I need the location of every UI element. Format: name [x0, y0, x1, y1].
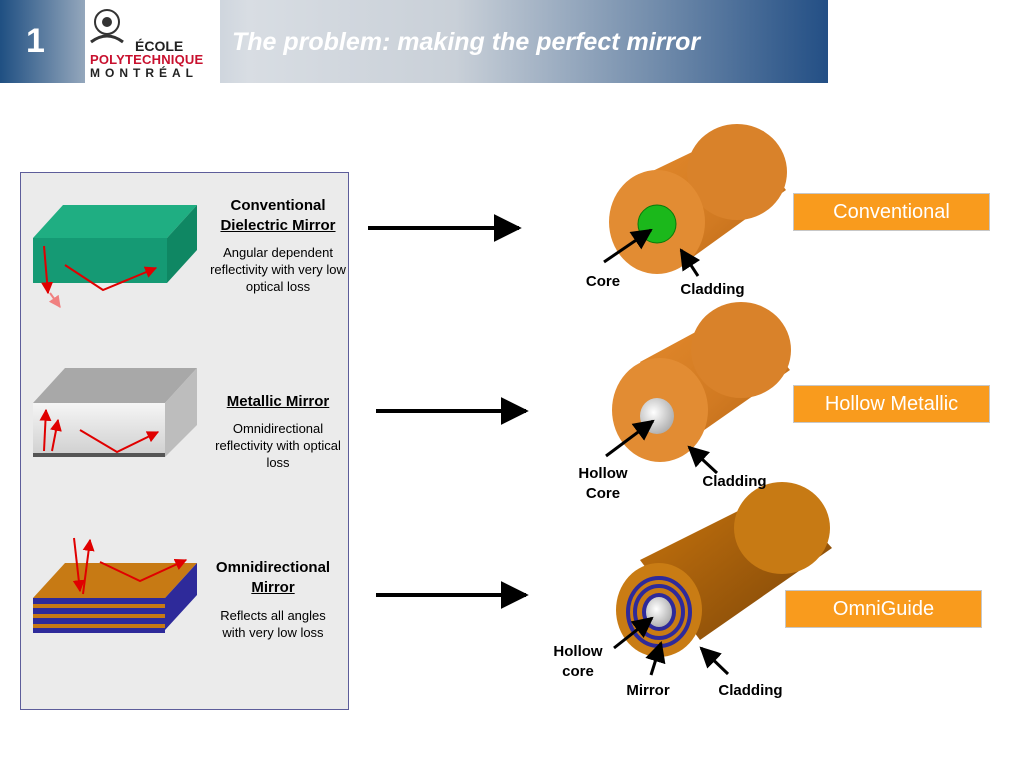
metallic-mirror-block: [33, 368, 197, 457]
omni-mirror-title: Omnidirectional Mirror: [198, 558, 348, 598]
badge-hollow-metallic: Hollow Metallic: [793, 385, 990, 423]
dielectric-title-line2: Dielectric Mirror: [220, 217, 336, 234]
label-cladding-3: Cladding: [718, 682, 783, 699]
fiber-omniguide: [613, 482, 832, 676]
label-core: Core: [585, 273, 621, 290]
slide-title: The problem: making the perfect mirror: [232, 28, 701, 56]
badge-conventional: Conventional: [793, 193, 990, 231]
hollow-core-2-line2: Core: [585, 485, 621, 502]
dielectric-mirror-title: Conventional Dielectric Mirror: [203, 196, 353, 236]
logo-polytechnique: POLYTECHNIQUE: [90, 52, 204, 67]
dielectric-mirror-desc: Angular dependent reflectivity with very…: [210, 245, 346, 294]
fiber-conventional: [603, 124, 787, 277]
omni-title-line1: Omnidirectional: [215, 559, 331, 576]
logo-ecole: ÉCOLE: [135, 38, 184, 54]
hollow-core-2-line1: Hollow: [578, 465, 628, 482]
omni-mirror-block: [33, 537, 197, 633]
label-cladding-2: Cladding: [702, 473, 767, 490]
metallic-title-line1: Metallic Mirror: [226, 393, 330, 410]
fiber-hollow-metallic: [605, 302, 791, 475]
label-hollow-core-2: Hollow Core: [568, 464, 638, 504]
dielectric-title-line1: Conventional: [230, 197, 326, 214]
slide-number: 1: [26, 22, 45, 60]
label-mirror: Mirror: [626, 682, 670, 699]
logo-montreal: MONTRÉAL: [90, 66, 198, 80]
metallic-mirror-title: Metallic Mirror: [203, 392, 353, 412]
badge-omniguide: OmniGuide: [785, 590, 982, 628]
label-hollow-core-3: Hollow core: [543, 642, 613, 682]
omni-mirror-desc: Reflects all angles with very low loss: [220, 608, 326, 640]
label-cladding-1: Cladding: [680, 281, 745, 298]
omni-title-line2: Mirror: [251, 579, 295, 596]
dielectric-mirror-block: [33, 205, 197, 308]
metallic-mirror-desc: Omnidirectional reflectivity with optica…: [215, 421, 341, 470]
hollow-core-3-line2: core: [562, 663, 594, 680]
hollow-core-3-line1: Hollow: [553, 643, 603, 660]
